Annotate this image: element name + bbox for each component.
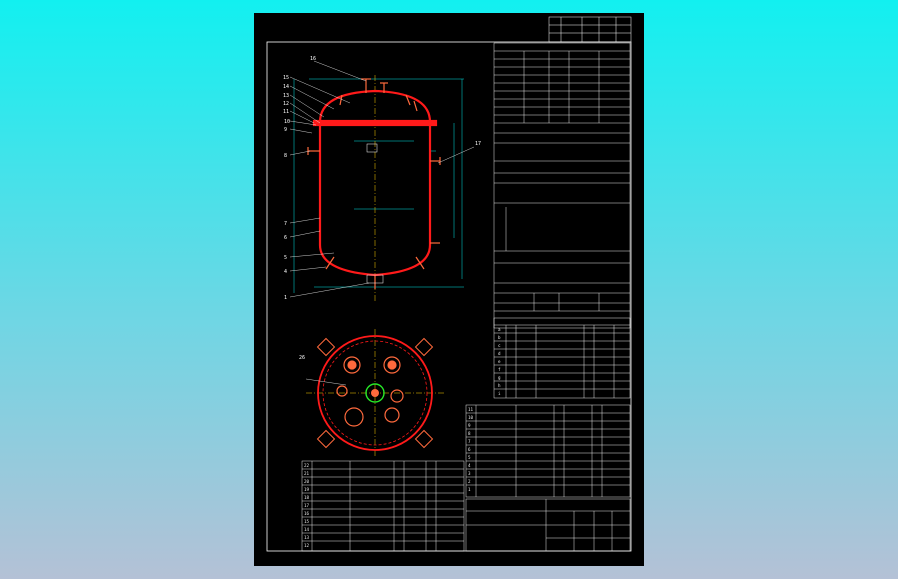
plan-shell <box>317 335 433 451</box>
agitator-hub <box>365 383 385 403</box>
leader-num: 13 <box>283 93 289 99</box>
leader-num: 11 <box>283 109 289 115</box>
row-num: 9 <box>468 423 471 428</box>
leader-num: 4 <box>284 269 287 275</box>
nozzle-mark: h <box>498 383 501 388</box>
part-num: 16 <box>304 511 310 516</box>
row-num: 5 <box>468 455 471 460</box>
leader-num: 14 <box>283 84 289 90</box>
nozzle-mark: g <box>498 375 501 380</box>
part-num: 12 <box>304 543 310 548</box>
plan-label: 26 <box>299 355 305 361</box>
leader-num: 1 <box>284 295 287 301</box>
leader-num: 6 <box>284 235 287 241</box>
nozzle-mark: b <box>498 335 501 340</box>
leader-num: 5 <box>284 255 287 261</box>
agitator-box <box>366 143 378 153</box>
leader-number-labels: 16 15 14 13 12 11 10 9 8 7 6 5 4 1 17 <box>283 56 481 301</box>
parts-list-table <box>301 460 465 552</box>
side-nozzles <box>307 147 441 244</box>
leader-lines <box>289 60 475 298</box>
nozzle-marks: a b c d e f g h i <box>498 327 501 396</box>
part-num: 20 <box>304 479 310 484</box>
nozzle-mark: c <box>498 343 501 348</box>
part-num: 22 <box>304 463 310 468</box>
leader-num: 15 <box>283 75 289 81</box>
leader-num: 7 <box>284 221 287 227</box>
part-num: 15 <box>304 519 310 524</box>
row-num: 8 <box>468 431 471 436</box>
nozzle-mark: i <box>498 391 501 396</box>
row-num: 7 <box>468 439 471 444</box>
support-lugs <box>316 337 434 449</box>
title-block <box>465 498 631 552</box>
leader-num: 17 <box>475 141 481 147</box>
row-num: 1 <box>468 487 471 492</box>
revision-block <box>548 16 632 43</box>
leader-num: 16 <box>310 56 316 62</box>
row-num: 11 <box>468 407 474 412</box>
part-num: 13 <box>304 535 310 540</box>
drawing-sheet: 26 16 15 14 13 12 11 10 9 8 7 6 5 4 1 17 <box>254 13 644 566</box>
part-num: 21 <box>304 471 310 476</box>
row-num: 3 <box>468 471 471 476</box>
bottom-outlet <box>325 256 425 289</box>
part-num: 14 <box>304 527 310 532</box>
leader-num: 12 <box>283 101 289 107</box>
part-num: 19 <box>304 487 310 492</box>
leader-num: 10 <box>284 119 290 125</box>
row-num: 4 <box>468 463 471 468</box>
part-num: 18 <box>304 495 310 500</box>
sheet-index-table <box>465 404 631 498</box>
nozzle-mark: e <box>498 359 501 364</box>
plan-view: 26 <box>299 329 444 457</box>
nozzle-schedule <box>493 317 631 399</box>
leader-num: 9 <box>284 127 287 133</box>
row-num: 6 <box>468 447 471 452</box>
nozzle-mark: f <box>498 367 501 372</box>
nozzle-mark: a <box>498 327 501 332</box>
parts-list-index: 22 21 20 19 18 17 16 15 14 13 12 <box>304 463 310 548</box>
vessel-shell <box>312 89 438 277</box>
nozzle-mark: d <box>498 351 501 356</box>
plan-nozzles <box>336 356 404 427</box>
cad-drawing: 26 16 15 14 13 12 11 10 9 8 7 6 5 4 1 17 <box>266 16 632 552</box>
inner-frame <box>266 41 632 552</box>
part-num: 17 <box>304 503 310 508</box>
leader-num: 8 <box>284 153 287 159</box>
row-num: 10 <box>468 415 474 420</box>
row-num: 2 <box>468 479 471 484</box>
spec-table <box>493 42 631 329</box>
sheet-index-numbers: 11 10 9 8 7 6 5 4 3 2 1 <box>468 407 474 492</box>
elevation-view <box>289 60 475 301</box>
top-nozzles <box>339 78 418 112</box>
